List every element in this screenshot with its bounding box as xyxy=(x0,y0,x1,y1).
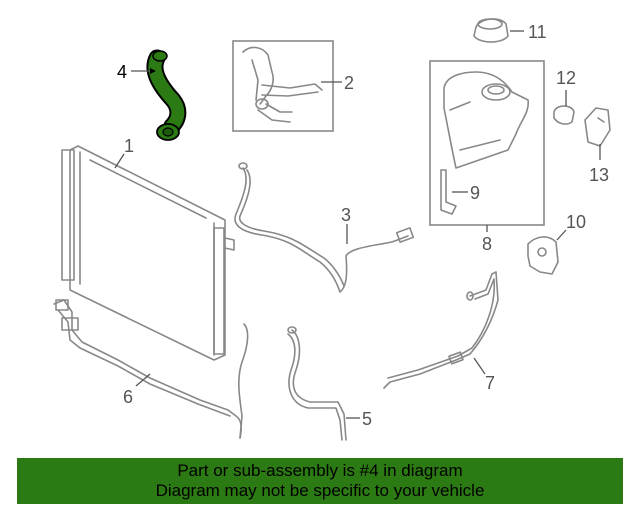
callout-12[interactable]: 12 xyxy=(556,68,576,88)
callout-11[interactable]: 11 xyxy=(528,22,547,42)
callout-6[interactable]: 6 xyxy=(123,387,133,407)
leader-10 xyxy=(556,229,567,241)
callout-8[interactable]: 8 xyxy=(482,234,492,254)
part-13-bracket[interactable] xyxy=(584,107,611,147)
part-4-hose[interactable] xyxy=(146,49,187,141)
callout-3[interactable]: 3 xyxy=(341,205,351,225)
callout-1[interactable]: 1 xyxy=(124,136,134,156)
callout-7[interactable]: 7 xyxy=(485,373,495,393)
leader-6 xyxy=(135,373,151,387)
part-6-lower-line[interactable] xyxy=(53,299,249,439)
part-10-bracket[interactable] xyxy=(527,236,559,275)
callout-2[interactable]: 2 xyxy=(344,73,354,93)
callout-10[interactable]: 10 xyxy=(566,212,586,232)
part-3-coolant-line[interactable] xyxy=(234,162,415,293)
callout-5[interactable]: 5 xyxy=(362,409,372,429)
part-11-cap[interactable] xyxy=(473,18,509,43)
leader-4-arrow xyxy=(150,68,156,74)
callout-4[interactable]: 4 xyxy=(117,62,127,82)
part-8-expansion-tank[interactable] xyxy=(443,71,530,169)
callout-9[interactable]: 9 xyxy=(470,183,480,203)
part-12-plug[interactable] xyxy=(553,105,575,125)
banner-line-disclaimer: Diagram may not be specific to your vehi… xyxy=(155,481,485,500)
banner-line-part: Part or sub-assembly is #4 in diagram xyxy=(177,461,463,480)
part-5-hose[interactable] xyxy=(287,326,347,441)
part-2-box xyxy=(232,40,334,132)
leader-7 xyxy=(473,357,486,375)
part-2-fitting[interactable] xyxy=(242,46,323,123)
part-1-radiator[interactable] xyxy=(61,145,235,361)
leader-1 xyxy=(114,153,125,169)
part-7-line[interactable] xyxy=(383,271,499,389)
part-9-sensor[interactable] xyxy=(440,169,457,215)
callout-13[interactable]: 13 xyxy=(589,165,609,185)
info-banner: Part or sub-assembly is #4 in diagram Di… xyxy=(17,458,623,504)
